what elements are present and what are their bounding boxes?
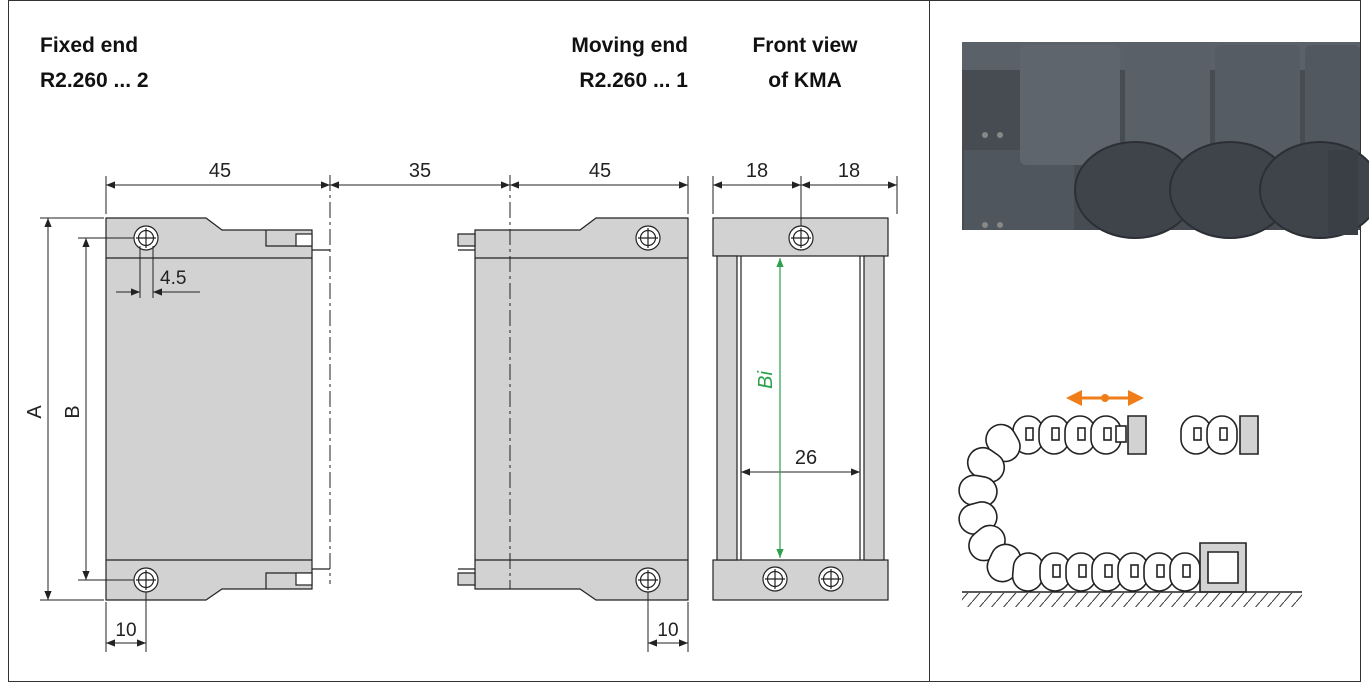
motion-arrow-icon [1066, 390, 1144, 406]
moving-end-title: Moving end [571, 34, 688, 57]
dim-moving-length: 45 [589, 160, 611, 182]
cable-carrier-photo [960, 40, 1369, 240]
front-view-section [712, 217, 889, 601]
dim-hole-diameter: 4.5 [160, 268, 186, 289]
dim-label-bi: Bi [755, 371, 777, 389]
moving-end-bottom-hole-icon [635, 567, 661, 593]
dim-label-a: A [24, 405, 46, 419]
front-view-top-hole-icon [788, 225, 814, 251]
fixed-end-bottom-hole-icon [133, 567, 159, 593]
dim-inner-width: 26 [795, 447, 817, 469]
fixed-end-title: Fixed end [40, 34, 138, 57]
centerlines [329, 175, 511, 589]
fixed-end-top-hole-icon [133, 225, 159, 251]
front-view-bottom-holes-icon [762, 566, 844, 592]
dim-front-left: 18 [746, 160, 768, 182]
fixed-end-part-number: R2.260 ... 2 [40, 69, 149, 92]
cable-chain-schematic [958, 415, 1259, 593]
dim-gap-length: 35 [409, 160, 431, 182]
dim-fixed-hole-offset: 10 [115, 620, 136, 641]
moving-end-top-hole-icon [635, 225, 661, 251]
dim-moving-hole-offset: 10 [657, 620, 678, 641]
ground-hatch [962, 593, 1302, 607]
dimension-lines [40, 176, 898, 652]
moving-end-bracket [457, 217, 689, 601]
front-view-subtitle: of KMA [768, 69, 841, 92]
dim-label-b: B [62, 405, 84, 418]
dim-fixed-length: 45 [209, 160, 231, 182]
front-view-title: Front view [752, 34, 858, 57]
moving-end-part-number: R2.260 ... 1 [579, 69, 688, 92]
dim-front-right: 18 [838, 160, 860, 182]
